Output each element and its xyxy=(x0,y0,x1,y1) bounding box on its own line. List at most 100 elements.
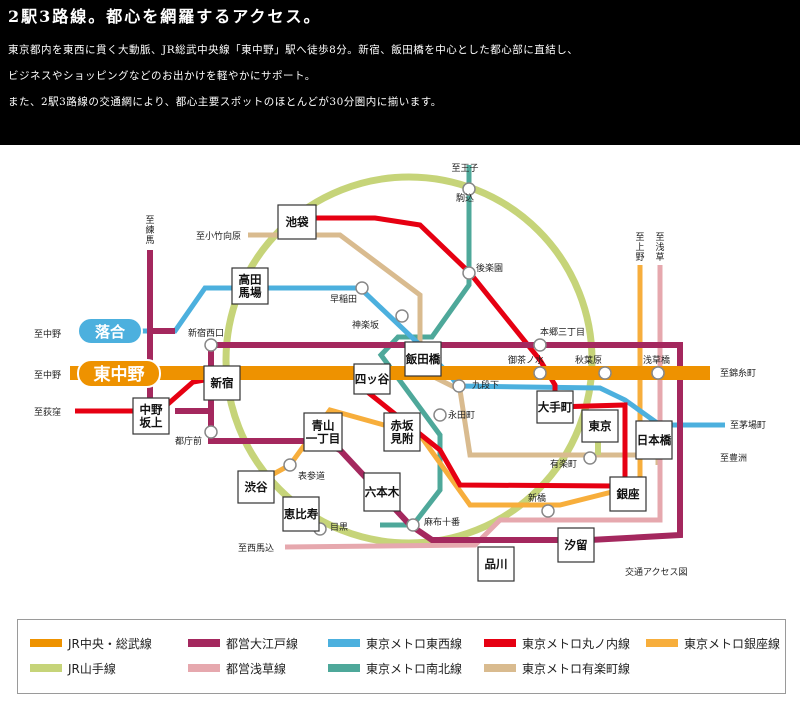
station-dot-kagurazaka xyxy=(395,309,409,323)
station-dot-shinjukunishiguchi xyxy=(204,338,218,352)
small-station-ochanomizu: 御茶ノ水 xyxy=(508,354,544,366)
legend-swatch xyxy=(30,664,62,672)
line-marunouchi xyxy=(75,215,628,489)
station-dot-azabujuban xyxy=(406,518,420,532)
legend-swatch xyxy=(30,639,62,647)
small-station-waseda: 早稲田 xyxy=(330,293,357,305)
destination-char: 練 xyxy=(145,224,154,236)
small-station-tochomae: 都庁前 xyxy=(175,435,202,447)
small-station-labels: 駒込後楽園本郷三丁目御茶ノ水秋葉原浅草橋早稲田神楽坂九段下永田町新宿西口都庁前表… xyxy=(175,192,670,533)
station-higashinakano: 東中野 xyxy=(77,359,161,388)
label-ochiai: 落合 xyxy=(95,323,126,341)
small-station-meguro: 目黒 xyxy=(330,522,348,533)
small-station-omotesando: 表参道 xyxy=(298,470,325,482)
station-dot-nagatacho xyxy=(433,408,447,422)
destination-kotakemukaihara: 至小竹向原 xyxy=(196,230,241,242)
small-station-azabujuban: 麻布十番 xyxy=(424,516,460,528)
small-station-asakusabashi: 浅草橋 xyxy=(643,354,670,366)
destination-char: 草 xyxy=(655,251,664,263)
legend-item-namboku: 東京メトロ南北線 xyxy=(328,660,462,676)
legend-label: 東京メトロ銀座線 xyxy=(684,636,781,651)
header: 2駅3路線。都心を網羅するアクセス。 東京都内を東西に貫く大動脈、JR総武中央線… xyxy=(0,0,800,145)
map-caption: 交通アクセス図 xyxy=(625,566,688,578)
station-label-akasakamitsuke: 赤坂 xyxy=(391,419,414,433)
small-station-shinjukunishiguchi: 新宿西口 xyxy=(188,327,224,339)
line-oedo xyxy=(147,250,175,334)
destination-oji: 至王子 xyxy=(451,163,478,174)
legend-item-chuo: JR中央・総武線 xyxy=(30,635,152,651)
legend-label: JR山手線 xyxy=(68,661,116,676)
legend-item-yamanote: JR山手線 xyxy=(30,660,116,676)
legend-swatch xyxy=(646,639,678,647)
legend-item-asakusa: 都営浅草線 xyxy=(188,660,286,676)
station-dot-korakuen xyxy=(462,266,476,280)
destination-asakusa: 至浅草 xyxy=(655,232,664,263)
legend-label: 東京メトロ南北線 xyxy=(366,661,463,676)
destination-char: 至 xyxy=(635,232,644,243)
station-label-shibuya: 渋谷 xyxy=(245,480,268,494)
page-title: 2駅3路線。都心を網羅するアクセス。 xyxy=(8,7,322,26)
small-station-kudanshita: 九段下 xyxy=(472,379,499,391)
station-label-shinjuku: 新宿 xyxy=(211,376,234,390)
station-ginza: 銀座 xyxy=(609,476,647,512)
station-label-shiodome: 汐留 xyxy=(565,538,588,552)
station-ebisu: 恵比寿 xyxy=(282,496,320,532)
destination-char: 上 xyxy=(635,242,644,253)
destination-nerima: 至練馬 xyxy=(145,215,154,246)
station-dot-omotesando xyxy=(283,458,297,472)
destination-char: 馬 xyxy=(145,235,154,246)
intro-line-3: また、2駅3路線の交通網により、都心主要スポットのほとんどが30分圏内に揃います… xyxy=(8,96,442,108)
legend-item-marunouchi: 東京メトロ丸ノ内線 xyxy=(484,635,630,651)
station-dot-waseda xyxy=(355,281,369,295)
station-label-takadanobaba: 馬場 xyxy=(239,286,262,300)
small-station-korakuen: 後楽園 xyxy=(476,262,503,274)
station-roppongi: 六本木 xyxy=(363,472,401,512)
station-shibuya: 渋谷 xyxy=(237,470,275,504)
station-dot-shimbashi xyxy=(541,504,555,518)
station-label-takadanobaba: 高田 xyxy=(239,273,262,287)
station-dot-nihonbashi-link xyxy=(651,366,665,380)
destination-nakano_a: 至中野 xyxy=(34,328,61,340)
destination-ogikubo: 至荻窪 xyxy=(34,406,61,418)
destination-kinshicho: 至錦糸町 xyxy=(720,367,756,379)
legend-swatch xyxy=(484,639,516,647)
station-dot-hongo xyxy=(533,338,547,352)
intro-line-1: 東京都内を東西に貫く大動脈、JR総武中央線「東中野」駅へ徒歩8分。新宿、飯田橋を… xyxy=(8,44,579,56)
station-tokyo: 東京 xyxy=(581,409,619,443)
station-label-nakanosakaue: 中野 xyxy=(140,403,163,417)
destination-nakano_b: 至中野 xyxy=(34,369,61,381)
small-station-circles xyxy=(204,182,665,536)
destination-char: 至 xyxy=(655,232,664,243)
legend-label: 都営大江戸線 xyxy=(226,636,299,651)
legend-label: 東京メトロ丸ノ内線 xyxy=(522,636,631,651)
station-label-akasakamitsuke: 見附 xyxy=(390,432,414,446)
station-label-tokyo: 東京 xyxy=(589,419,612,433)
station-shinagawa: 品川 xyxy=(477,546,515,582)
station-shiodome: 汐留 xyxy=(557,527,595,563)
station-shinjuku: 新宿 xyxy=(203,365,241,401)
station-label-roppongi: 六本木 xyxy=(365,485,400,499)
legend-item-oedo: 都営大江戸線 xyxy=(188,635,298,651)
station-label-ikebukuro: 池袋 xyxy=(286,215,309,229)
destination-char: 浅 xyxy=(655,241,664,253)
destination-nishimagome: 至西馬込 xyxy=(238,543,274,554)
intro-line-2: ビジネスやショッピングなどのお出かけを軽やかにサポート。 xyxy=(8,70,316,82)
destination-toyocho: 至茅場町 xyxy=(730,419,766,431)
destination-char: 至 xyxy=(145,215,154,226)
legend-label: 東京メトロ東西線 xyxy=(366,636,463,651)
station-label-iidabashi: 飯田橋 xyxy=(405,352,441,366)
small-station-hongo: 本郷三丁目 xyxy=(540,326,585,338)
line-yamanote xyxy=(222,173,596,547)
legend-label: 都営浅草線 xyxy=(226,661,287,676)
station-dot-tochomae xyxy=(204,425,218,439)
station-label-nihonbashi: 日本橋 xyxy=(637,433,672,447)
legend-item-ginza: 東京メトロ銀座線 xyxy=(646,635,780,651)
destination-char: 野 xyxy=(635,252,644,263)
station-dot-komagome xyxy=(462,182,476,196)
station-yotsuya: 四ッ谷 xyxy=(353,363,391,395)
legend-swatch xyxy=(188,664,220,672)
